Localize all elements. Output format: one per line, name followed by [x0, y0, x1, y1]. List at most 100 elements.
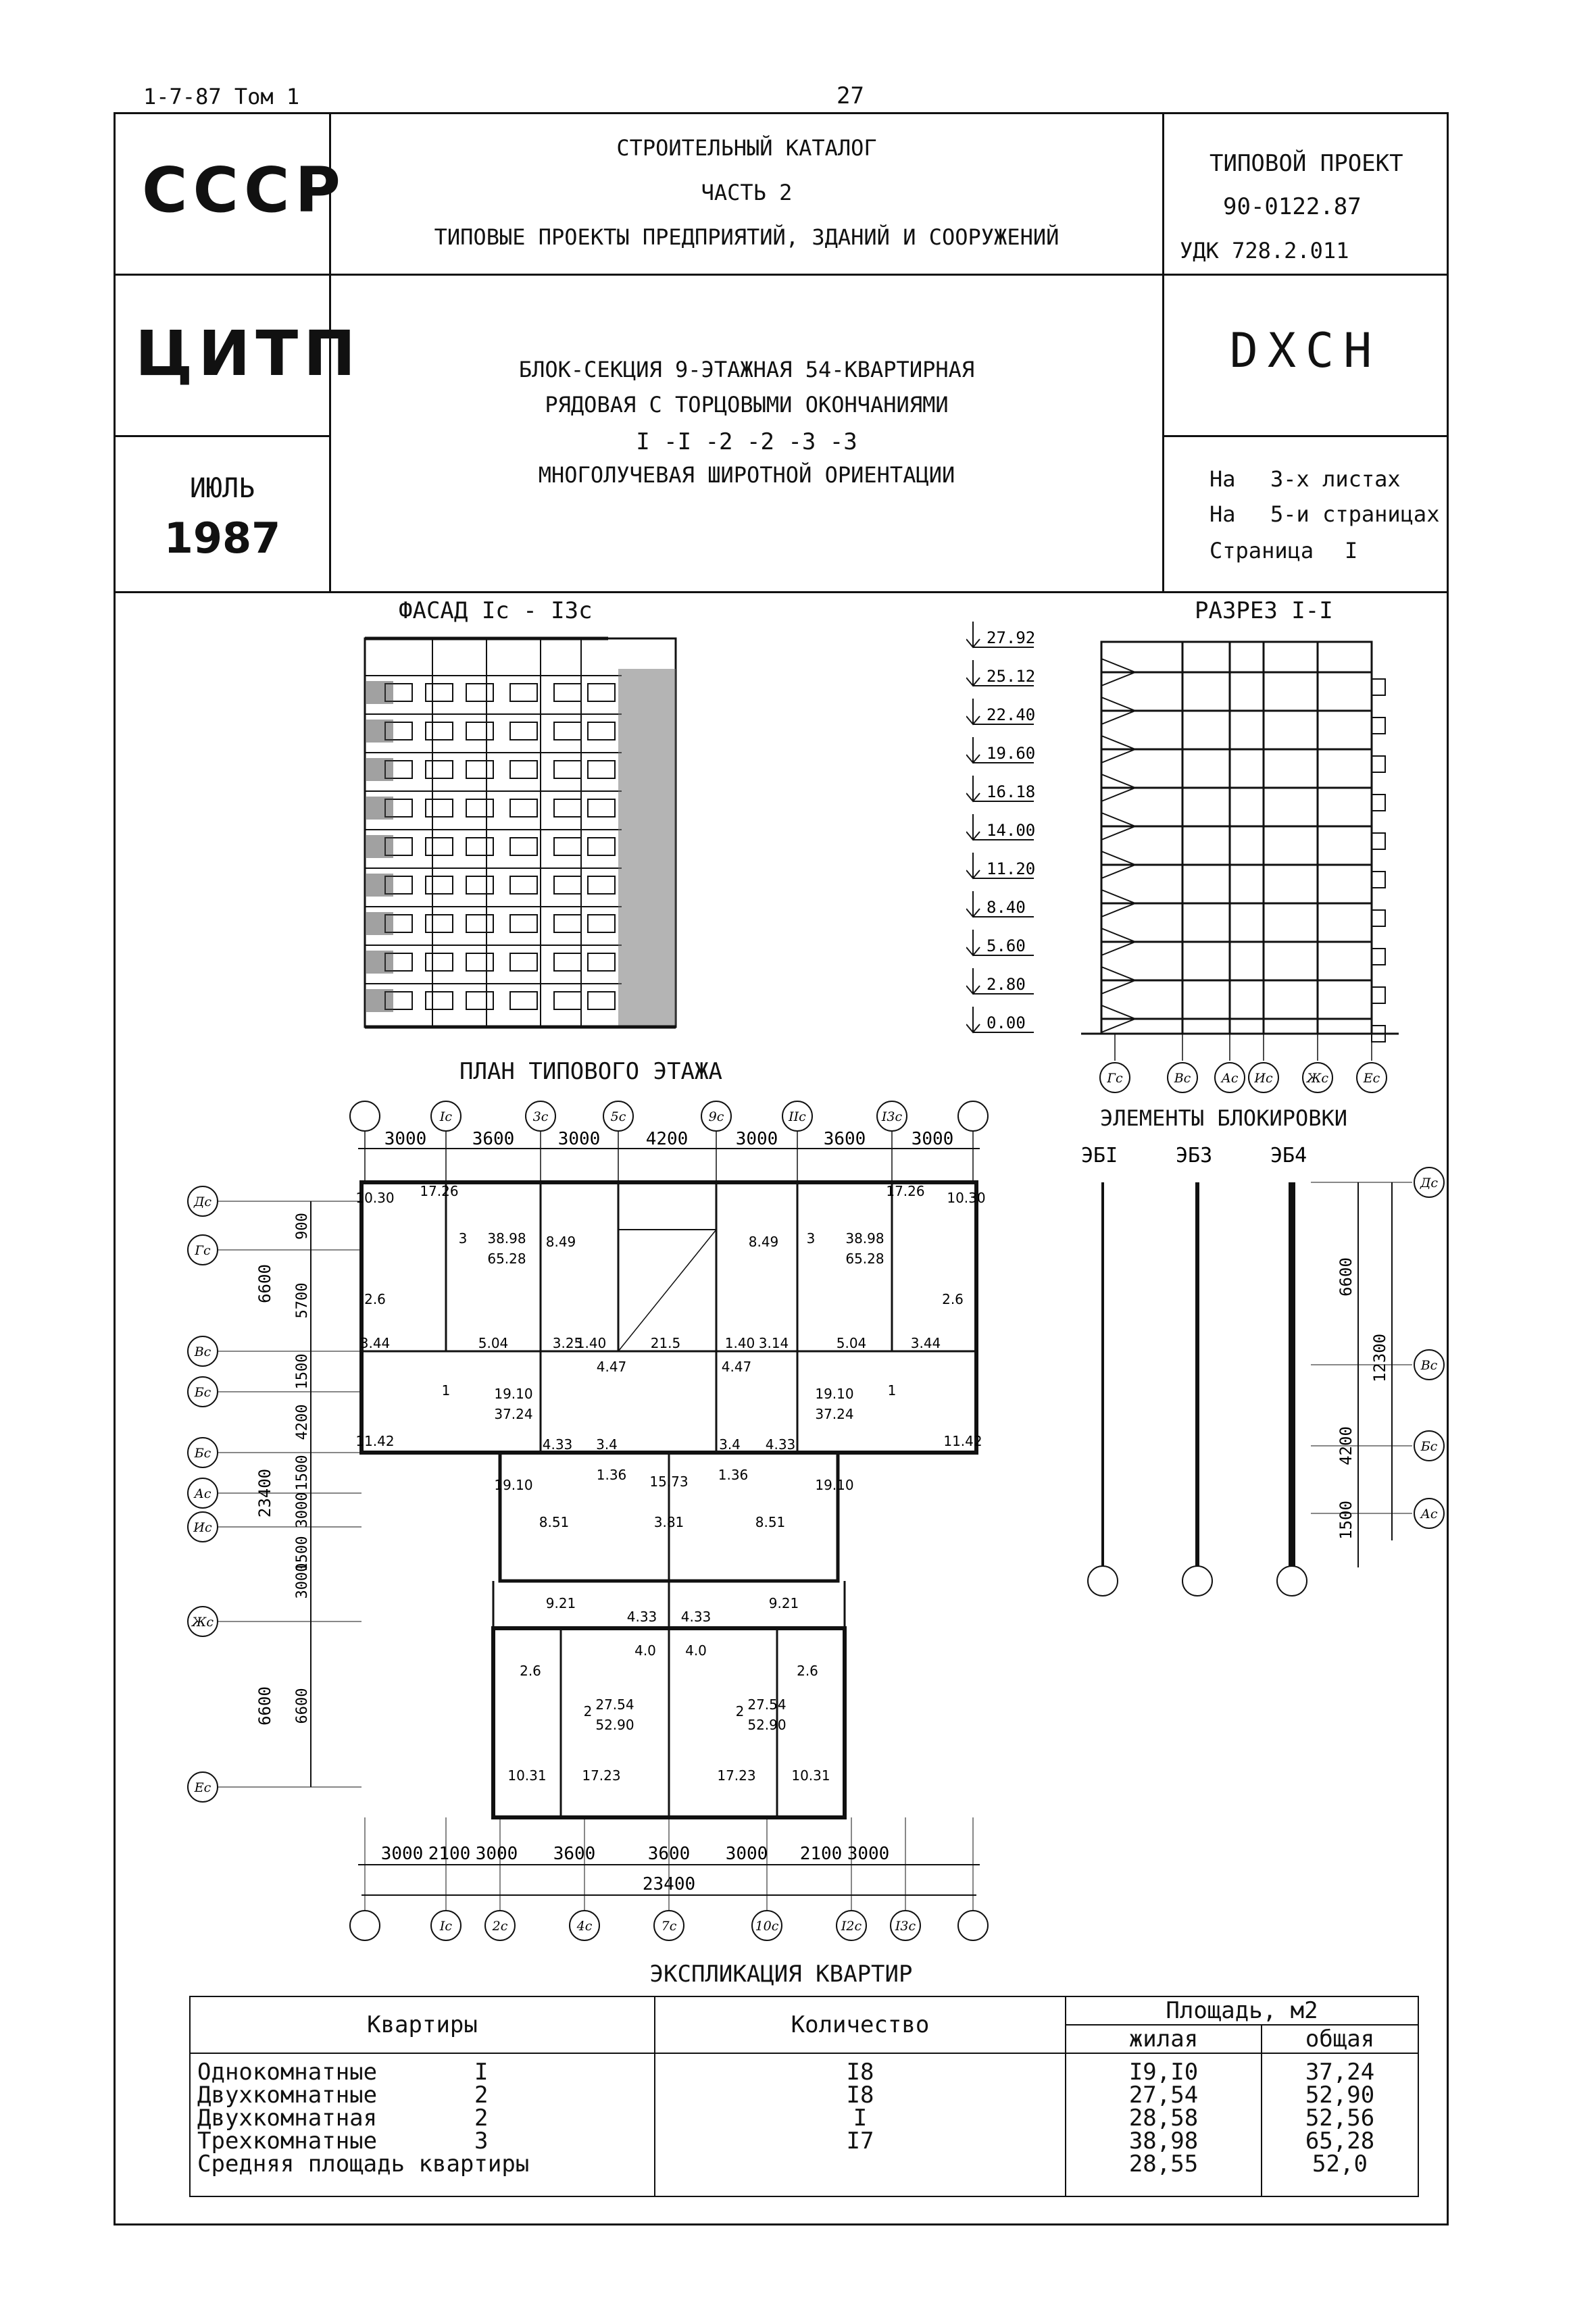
- svg-text:Вс: Вс: [1174, 1071, 1191, 1086]
- svg-text:Ес: Ес: [1363, 1071, 1380, 1086]
- svg-text:2с: 2с: [492, 1919, 508, 1934]
- level-label: 16.18: [987, 782, 1035, 801]
- plan-bottom-dim: 3000: [381, 1844, 424, 1864]
- section-balcony: [1371, 909, 1386, 927]
- room-label: 3.81: [654, 1514, 684, 1530]
- plan-bottom-axis-4: 7с: [653, 1910, 684, 1941]
- plan-left-axis-2: Вс: [187, 1336, 218, 1367]
- blocking-dim: 6600: [1337, 1257, 1355, 1297]
- facade-window: [466, 799, 494, 818]
- explication-table: Квартиры Количество Площадь, м2 жилая об…: [189, 1996, 1419, 2197]
- facade-drawing: [364, 636, 677, 1029]
- room-label: 38.98: [487, 1230, 526, 1247]
- room-label: 2.6: [520, 1663, 541, 1679]
- room-label: 3.4: [719, 1436, 741, 1453]
- facade-balcony: [366, 720, 393, 743]
- facade-window: [509, 914, 538, 933]
- plan-top-dim: 3000: [384, 1129, 427, 1149]
- total-cell: 37,24 52,90 52,56 65,28 52,0: [1261, 2053, 1419, 2197]
- org-label: ЦИТП: [135, 318, 361, 390]
- room-label: 9.21: [546, 1595, 576, 1611]
- col-count-header: Количество: [654, 1996, 1066, 2054]
- room-label: 11.42: [355, 1433, 394, 1449]
- room-label: 65.28: [487, 1251, 526, 1267]
- facade-window: [466, 953, 494, 972]
- row-2-rooms: 2: [474, 2105, 489, 2132]
- facade-window: [587, 876, 616, 895]
- facade-window: [425, 760, 453, 779]
- facade-window: [509, 837, 538, 856]
- facade-window: [553, 914, 582, 933]
- facade-window: [509, 799, 538, 818]
- page-label: Страница: [1210, 538, 1314, 563]
- section-level-marks: 27.9225.1222.4019.6016.1814.0011.208.405…: [966, 622, 1035, 1034]
- room-label: 65.28: [845, 1251, 884, 1267]
- room-label: 2: [584, 1703, 593, 1719]
- section-axis-1: Вс: [1167, 1062, 1198, 1093]
- facade-window: [509, 876, 538, 895]
- row-1-total: 52,90: [1305, 2082, 1375, 2109]
- facade-window: [425, 722, 453, 740]
- row-2-name: Двухкомнатная: [197, 2105, 378, 2132]
- svg-text:Ес: Ес: [194, 1780, 211, 1795]
- room-label: 3: [807, 1230, 816, 1247]
- row-2-living: 28,58: [1128, 2105, 1199, 2132]
- facade-window: [509, 953, 538, 972]
- plan-bottom-axis-2: 2с: [484, 1910, 516, 1941]
- svg-text:7с: 7с: [662, 1919, 677, 1934]
- level-label: 2.80: [987, 975, 1026, 994]
- facade-window: [425, 837, 453, 856]
- plan-bottom-axis-1: Iс: [430, 1910, 462, 1941]
- room-label: 1.40: [576, 1335, 607, 1351]
- svg-text:Ас: Ас: [1419, 1507, 1437, 1521]
- level-label: 14.00: [987, 821, 1035, 840]
- facade-window: [425, 991, 453, 1010]
- svg-text:Ас: Ас: [193, 1486, 211, 1501]
- row-0-count: I8: [846, 2059, 874, 2086]
- plan-left-dim: 900: [294, 1213, 311, 1240]
- svg-text:Iс: Iс: [439, 1919, 453, 1934]
- plan-top-axis-3: 5с: [603, 1101, 634, 1132]
- svg-text:Ис: Ис: [1253, 1071, 1273, 1086]
- svg-text:Гс: Гс: [194, 1243, 211, 1258]
- facade-window: [425, 799, 453, 818]
- facade-balcony: [366, 989, 393, 1012]
- room-label: 10.31: [507, 1767, 546, 1784]
- facade-window: [587, 837, 616, 856]
- row-4-name: Средняя площадь квартиры: [197, 2150, 530, 2178]
- room-label: 19.10: [494, 1477, 532, 1493]
- blocking-element-label: ЭБ3: [1176, 1144, 1212, 1167]
- plan-left-dim: 1500: [294, 1354, 311, 1390]
- facade-window: [466, 722, 494, 740]
- facade-balcony: [366, 758, 393, 781]
- plan-bottom-dim: 2100: [800, 1844, 843, 1864]
- svg-text:I2с: I2с: [841, 1919, 862, 1934]
- plan-left-axis-8: Ес: [187, 1771, 218, 1803]
- plan-left-dim: 3000: [294, 1492, 311, 1528]
- sheets-prefix: На: [1210, 466, 1236, 492]
- month-label: ИЮЛЬ: [189, 473, 255, 504]
- svg-text:Ас: Ас: [1220, 1071, 1238, 1086]
- catalog-line-1: СТРОИТЕЛЬНЫЙ КАТАЛОГ: [616, 135, 877, 161]
- room-label: 9.21: [769, 1595, 799, 1611]
- room-label: 38.98: [845, 1230, 884, 1247]
- section-axis-2: Ас: [1214, 1062, 1245, 1093]
- plan-left-axis-1: Гс: [187, 1234, 218, 1265]
- living-cell: I9,I0 27,54 28,58 38,98 28,55: [1065, 2053, 1262, 2197]
- svg-text:10с: 10с: [755, 1919, 779, 1934]
- facade-window: [425, 683, 453, 702]
- page-value: I: [1345, 538, 1358, 563]
- section-stair-flight: [1101, 889, 1137, 917]
- section-stair-flight: [1101, 697, 1137, 725]
- plan-top-axis-2: 3с: [525, 1101, 556, 1132]
- plan-left-axis-6: Ис: [187, 1511, 218, 1542]
- room-label: 52.90: [595, 1717, 634, 1733]
- svg-text:4с: 4с: [576, 1919, 593, 1934]
- level-label: 22.40: [987, 705, 1035, 724]
- facade-window: [466, 760, 494, 779]
- level-label: 0.00: [987, 1013, 1026, 1032]
- facade-window: [509, 722, 538, 740]
- room-label: 52.90: [747, 1717, 786, 1733]
- plan-left-axis-4: Бс: [187, 1437, 218, 1468]
